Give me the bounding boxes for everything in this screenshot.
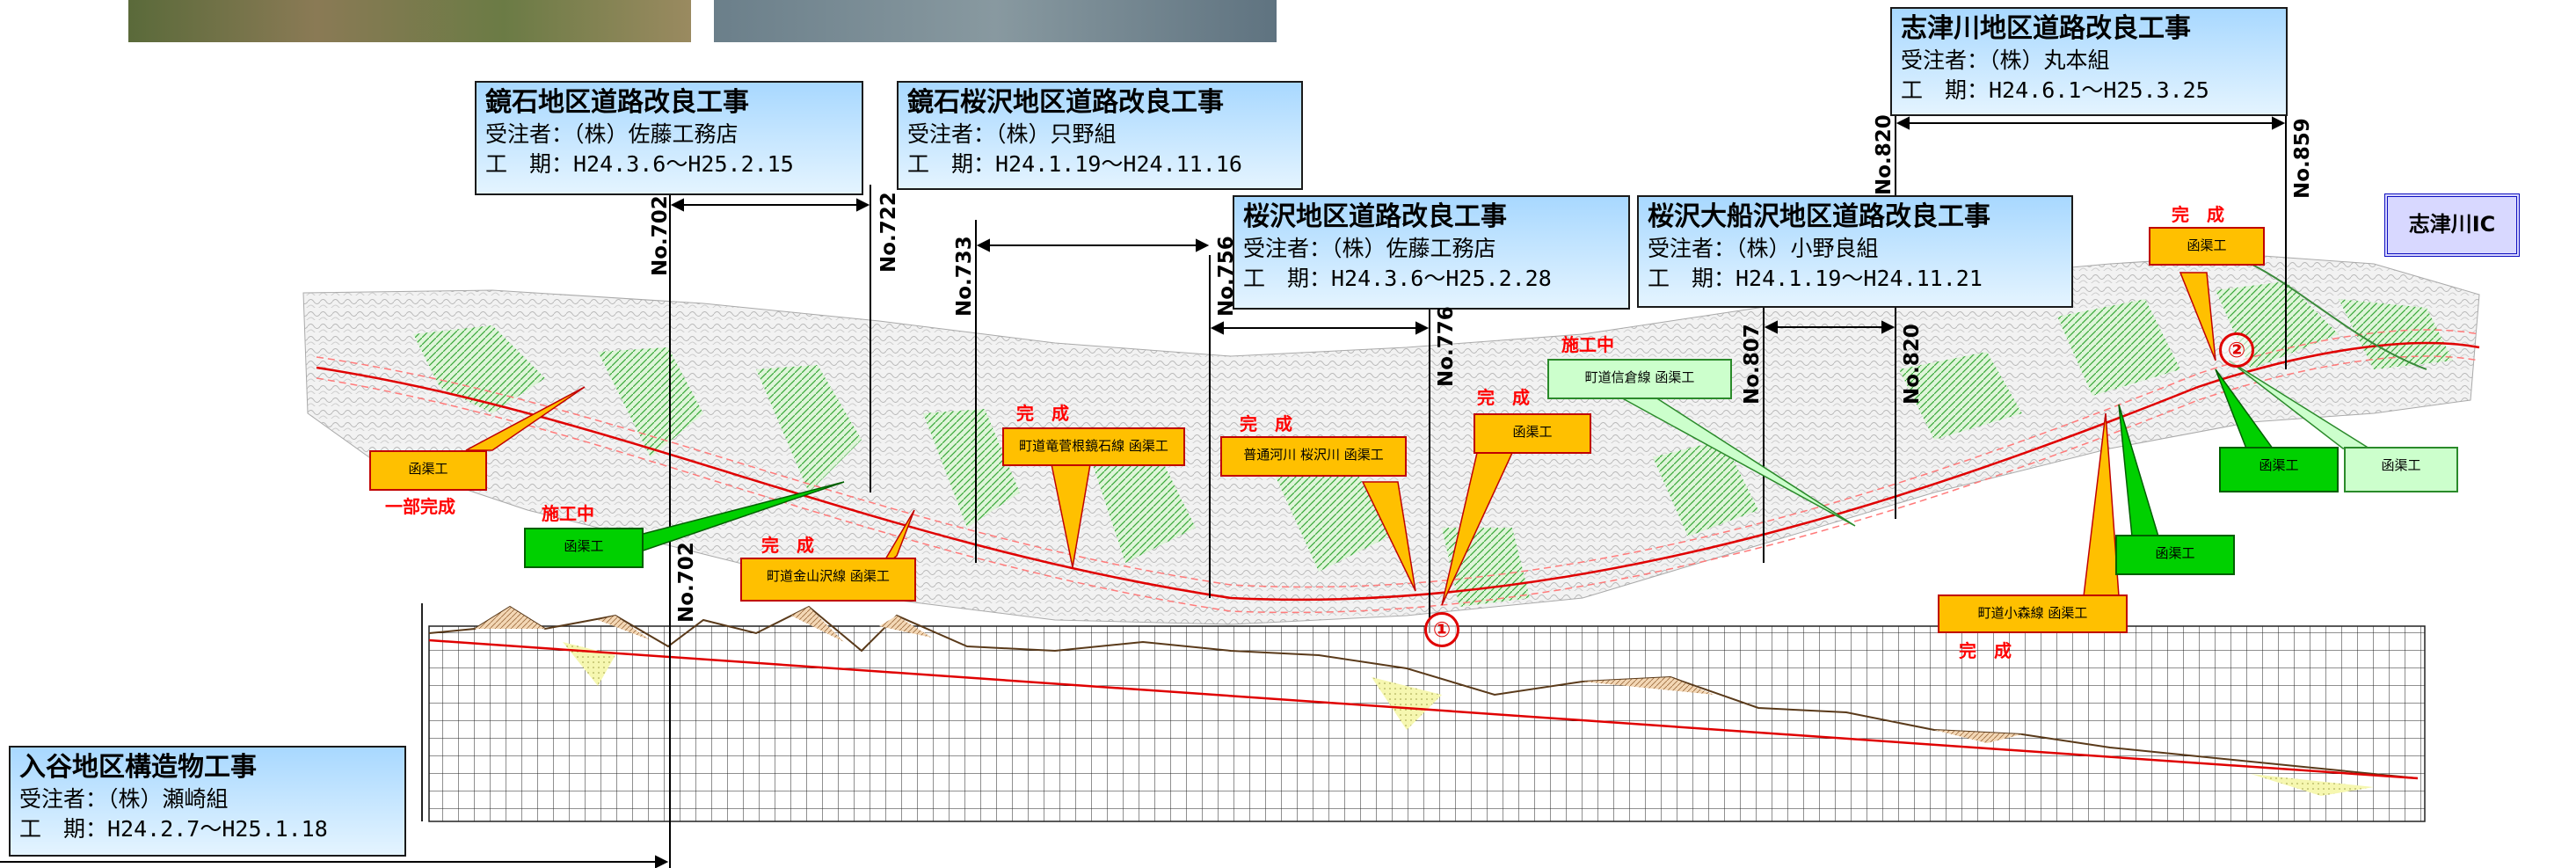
callout-box-culvert: 函渠工 [2219,447,2339,492]
status-label: 完 成 [2172,204,2224,225]
project-contractor: 受注者：（株）只野組 [907,121,1117,147]
project-box-kagamiishi-sakurazawa: 鏡石桜沢地区道路改良工事 受注者：（株）只野組 工 期：H24.1.19〜H24… [897,81,1303,190]
project-box-sakurazawa: 桜沢地区道路改良工事 受注者：（株）佐藤工務店 工 期：H24.3.6〜H25.… [1233,195,1630,310]
project-title: 桜沢地区道路改良工事 [1243,201,1507,232]
station-label: No.756 [1215,236,1238,317]
project-period: 工 期：H24.2.7〜H25.1.18 [19,816,328,842]
callout-box-culvert: 函渠工 [2344,447,2458,492]
project-period: 工 期：H24.1.19〜H24.11.16 [907,151,1242,177]
marker-1: ① [1424,612,1459,647]
interchange-label: 志津川IC [2384,193,2520,257]
project-title: 鏡石地区道路改良工事 [485,87,749,118]
marker-2: ② [2219,332,2254,368]
callout-box-komori-culvert: 町道小森線 函渠工 [1938,594,2128,633]
status-label: 施工中 [1561,334,1614,355]
project-contractor: 受注者：（株）佐藤工務店 [485,121,739,147]
project-box-sakurazawa-ofunazawa: 桜沢大船沢地区道路改良工事 受注者：（株）小野良組 工 期：H24.1.19〜H… [1637,195,2073,308]
station-label: No.702 [649,195,672,276]
status-label: 完 成 [1240,413,1292,434]
callout-box-sakurazawa-river-culvert: 普通河川 桜沢川 函渠工 [1220,436,1407,477]
project-box-kagamiishi: 鏡石地区道路改良工事 受注者：（株）佐藤工務店 工 期：H24.3.6〜H25.… [475,81,863,195]
site-photo-1 [128,0,691,42]
station-label: No.733 [953,236,976,317]
station-label: No.820 [1873,114,1896,195]
design-grade-line [428,638,2419,780]
project-box-iriya: 入谷地区構造物工事 受注者：（株）瀬崎組 工 期：H24.2.7〜H25.1.1… [9,746,406,857]
status-label: 完 成 [1477,387,1530,408]
status-label: 施工中 [542,503,594,524]
project-period: 工 期：H24.3.6〜H25.2.28 [1243,266,1552,291]
site-photo-2 [714,0,1277,42]
callout-box-culvert: 函渠工 [369,450,487,491]
status-label: 一部完成 [385,496,455,517]
status-label: 完 成 [1016,403,1069,424]
station-label: No.776 [1435,306,1458,387]
station-label: No.722 [877,192,900,273]
station-label: No.702 [675,542,698,623]
status-label: 完 成 [761,535,814,556]
callout-box-kanayamazawa-culvert: 町道金山沢線 函渠工 [740,558,916,602]
project-contractor: 受注者：（株）丸本組 [1901,47,2110,73]
project-title: 鏡石桜沢地区道路改良工事 [907,87,1224,118]
project-contractor: 受注者：（株）小野良組 [1648,236,1879,261]
project-title: 志津川地区道路改良工事 [1901,13,2191,44]
project-period: 工 期：H24.1.19〜H24.11.21 [1648,266,1983,291]
project-title: 桜沢大船沢地区道路改良工事 [1648,201,1990,232]
callout-box-culvert: 函渠工 [1474,413,1591,454]
callout-box-culvert: 函渠工 [2149,227,2265,266]
project-box-shizugawa: 志津川地区道路改良工事 受注者：（株）丸本組 工 期：H24.6.1〜H25.3… [1890,7,2288,116]
project-contractor: 受注者：（株）佐藤工務店 [1243,236,1496,261]
project-period: 工 期：H24.6.1〜H25.3.25 [1901,77,2209,103]
ground-profile [428,605,2419,779]
route-centerline [316,341,2480,602]
callout-box-culvert: 函渠工 [2115,535,2235,575]
status-label: 完 成 [1959,640,2012,661]
callout-box-ryusugane-culvert: 町道竜菅根鏡石線 函渠工 [1002,427,1185,466]
station-label: No.820 [1901,324,1924,405]
project-period: 工 期：H24.3.6〜H25.2.15 [485,151,794,177]
callout-box-culvert: 函渠工 [524,528,644,568]
station-label: No.859 [2291,118,2314,199]
profile-grid [428,625,2426,822]
station-label: No.807 [1741,324,1764,405]
project-contractor: 受注者：（株）瀬崎組 [19,786,229,812]
project-title: 入谷地区構造物工事 [19,752,257,783]
callout-box-nobukura-culvert: 町道信倉線 函渠工 [1547,359,1732,399]
